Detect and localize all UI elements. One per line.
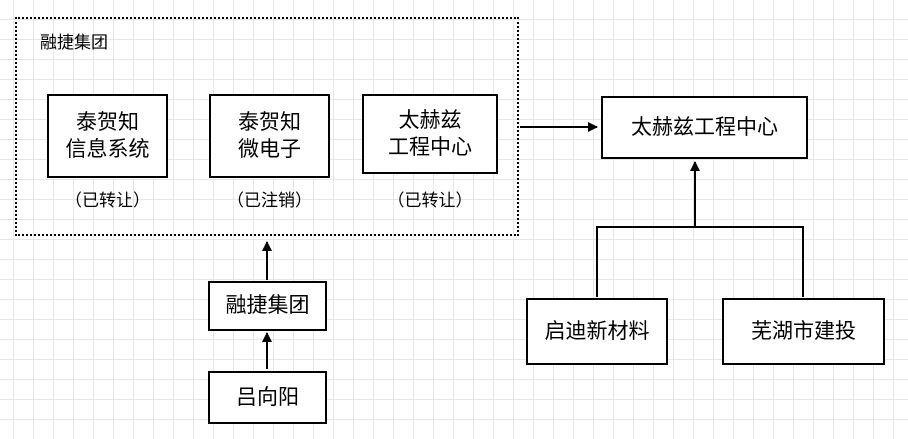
node-thz-center[interactable]: 太赫兹工程中心 <box>601 96 808 159</box>
company-name-line1: 泰贺知 <box>76 109 139 134</box>
company-name-line2: 工程中心 <box>388 135 472 159</box>
status-label-transferred: （已转让） <box>65 191 150 211</box>
company-box-thz-engineering[interactable]: 太赫兹 工程中心 <box>362 94 498 174</box>
company-name-line1: 太赫兹 <box>398 107 462 132</box>
node-wuhu[interactable]: 芜湖市建投 <box>722 298 885 365</box>
status-label-transferred: （已转让） <box>387 191 473 211</box>
group-label: 融捷集团 <box>40 33 108 53</box>
connector-qidi-wuhu <box>596 226 804 297</box>
company-box-taihezhi-micro[interactable]: 泰贺知 微电子 <box>209 94 330 178</box>
node-qidi[interactable]: 启迪新材料 <box>526 298 668 365</box>
status-label-deregistered: （已注销） <box>227 191 312 211</box>
company-name-line1: 泰贺知 <box>238 109 301 134</box>
node-rongjie[interactable]: 融捷集团 <box>208 281 327 331</box>
company-box-taihezhi-info[interactable]: 泰贺知 信息系统 <box>47 94 168 178</box>
company-name-line2: 微电子 <box>238 137 301 161</box>
rongjie-group-container <box>15 17 519 236</box>
node-lvxiangyang[interactable]: 吕向阳 <box>208 371 327 424</box>
company-name-line2: 信息系统 <box>65 137 150 161</box>
